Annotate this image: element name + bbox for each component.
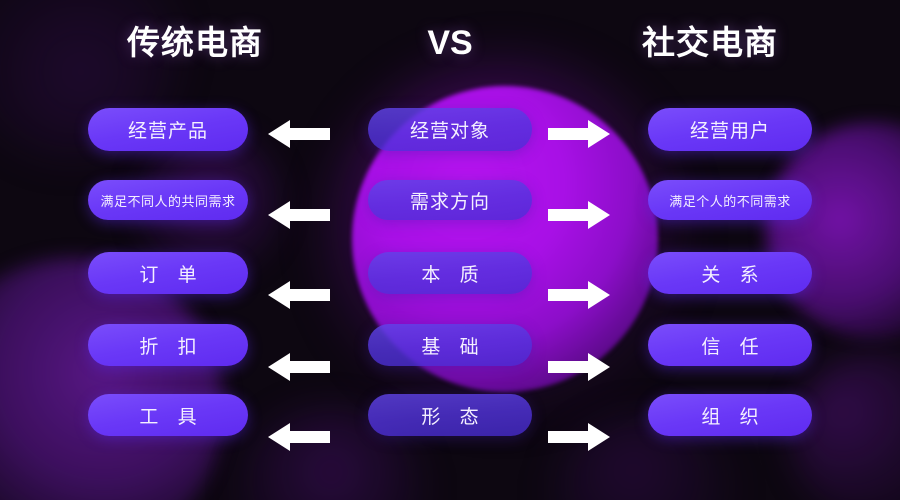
page-title-vs: VS bbox=[427, 24, 473, 62]
pill-right-3[interactable]: 信 任 bbox=[648, 324, 812, 366]
row-spacer bbox=[368, 294, 532, 324]
pill-right-1[interactable]: 满足个人的不同需求 bbox=[648, 180, 812, 220]
row-spacer bbox=[648, 294, 812, 324]
row-spacer bbox=[648, 366, 812, 394]
row-spacer bbox=[368, 220, 532, 252]
pill-left-1[interactable]: 满足不同人的共同需求 bbox=[88, 180, 248, 220]
pill-right-4[interactable]: 组 织 bbox=[648, 394, 812, 436]
column-dimension: 经营对象 需求方向 本 质 基 础 形 态 bbox=[368, 108, 532, 436]
row-spacer bbox=[88, 220, 248, 252]
pill-right-2[interactable]: 关 系 bbox=[648, 252, 812, 294]
row-spacer bbox=[648, 220, 812, 252]
pill-center-0[interactable]: 经营对象 bbox=[368, 108, 532, 151]
arrow-left-icon-0 bbox=[268, 117, 330, 151]
arrow-right-icon-1 bbox=[548, 198, 610, 232]
arrow-right-icon-2 bbox=[548, 278, 610, 312]
row-spacer bbox=[88, 366, 248, 394]
pill-left-0[interactable]: 经营产品 bbox=[88, 108, 248, 151]
page-title-right: 社交电商 bbox=[642, 24, 778, 61]
header-row: 传统电商 VS 社交电商 bbox=[0, 20, 900, 74]
arrow-right-icon-0 bbox=[548, 117, 610, 151]
arrow-left-icon-4 bbox=[268, 420, 330, 454]
pill-center-1[interactable]: 需求方向 bbox=[368, 180, 532, 220]
arrow-left-icon-1 bbox=[268, 198, 330, 232]
arrow-right-icon-3 bbox=[548, 350, 610, 384]
pill-left-3[interactable]: 折 扣 bbox=[88, 324, 248, 366]
pill-center-2[interactable]: 本 质 bbox=[368, 252, 532, 294]
pill-left-4[interactable]: 工 具 bbox=[88, 394, 248, 436]
arrow-left-icon-3 bbox=[268, 350, 330, 384]
arrow-left-icon-2 bbox=[268, 278, 330, 312]
pill-center-3[interactable]: 基 础 bbox=[368, 324, 532, 366]
pill-right-0[interactable]: 经营用户 bbox=[648, 108, 812, 151]
column-social-ecommerce: 经营用户 满足个人的不同需求 关 系 信 任 组 织 bbox=[648, 108, 812, 436]
pill-left-2[interactable]: 订 单 bbox=[88, 252, 248, 294]
column-traditional-ecommerce: 经营产品 满足不同人的共同需求 订 单 折 扣 工 具 bbox=[88, 108, 248, 436]
row-spacer bbox=[368, 366, 532, 394]
pill-center-4[interactable]: 形 态 bbox=[368, 394, 532, 436]
row-spacer bbox=[368, 151, 532, 180]
row-spacer bbox=[648, 151, 812, 180]
row-spacer bbox=[88, 294, 248, 324]
row-spacer bbox=[88, 151, 248, 180]
page-title-left: 传统电商 bbox=[127, 24, 263, 61]
arrow-right-icon-4 bbox=[548, 420, 610, 454]
